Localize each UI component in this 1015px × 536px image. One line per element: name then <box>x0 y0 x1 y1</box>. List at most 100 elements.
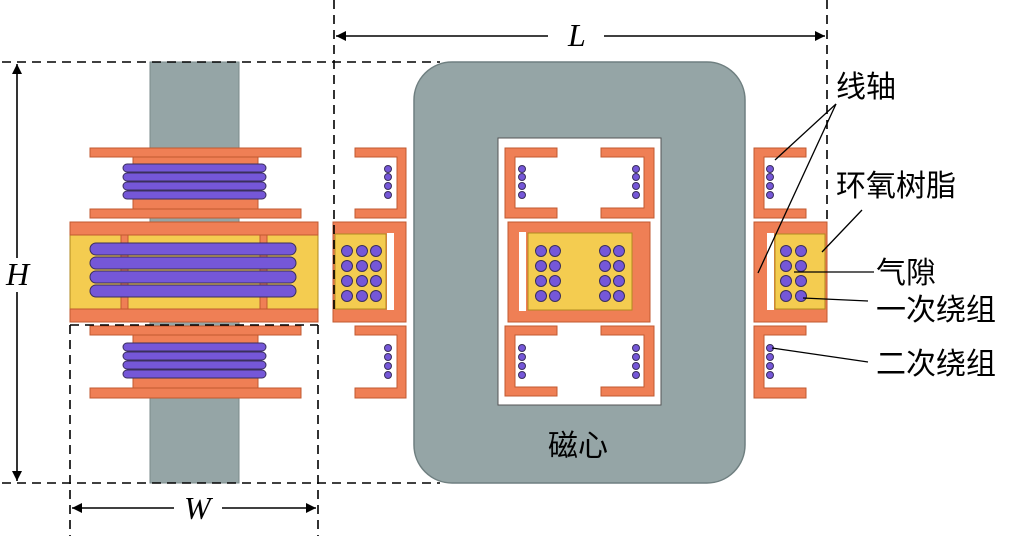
label-core: 磁心 <box>548 429 608 464</box>
winding-dot <box>766 182 774 190</box>
winding-dot <box>795 245 807 257</box>
bobbin-bracket-inner-br <box>600 325 655 397</box>
secondary-winding-bottom <box>122 342 267 379</box>
winding-dot <box>613 275 625 287</box>
winding-dot <box>535 275 547 287</box>
winding-dot <box>780 290 792 302</box>
winding-dot <box>795 260 807 272</box>
winding-dot <box>766 362 774 370</box>
winding-dot <box>535 290 547 302</box>
leader-secondary <box>771 347 869 363</box>
bobbin-flange-top-2 <box>89 208 302 219</box>
winding-dot <box>384 191 392 199</box>
winding-dot <box>613 260 625 272</box>
secondary-winding-top <box>122 163 267 200</box>
winding-dot <box>370 275 382 287</box>
label-secondary-winding: 二次绕组 <box>876 347 996 382</box>
winding-dot <box>384 182 392 190</box>
bobbin-bracket-inner-tl <box>504 147 558 219</box>
winding-dot <box>632 173 640 181</box>
leader-lines <box>757 103 874 363</box>
winding-dot <box>766 191 774 199</box>
winding-dot <box>795 290 807 302</box>
winding-dot <box>518 353 526 361</box>
winding-dot <box>632 344 640 352</box>
winding-turn <box>89 242 297 256</box>
winding-dot <box>549 290 561 302</box>
winding-dot <box>780 245 792 257</box>
winding-turn <box>122 369 267 379</box>
winding-turn <box>122 342 267 352</box>
winding-turn <box>122 360 267 370</box>
primary-winding-side <box>89 242 297 298</box>
winding-dot <box>356 290 368 302</box>
winding-dot <box>632 353 640 361</box>
winding-dot <box>549 260 561 272</box>
winding-dot <box>599 290 611 302</box>
label-air-gap: 气隙 <box>876 256 936 291</box>
leader-epoxy <box>821 209 863 253</box>
winding-dot <box>356 245 368 257</box>
winding-dot <box>632 371 640 379</box>
winding-dot <box>518 191 526 199</box>
bobbin-flange-top-1 <box>89 147 302 158</box>
leader-bobbin-2 <box>757 103 837 274</box>
winding-dot <box>356 260 368 272</box>
bobbin-bracket-outer-lt <box>354 147 407 219</box>
label-primary-winding: 一次绕组 <box>876 293 996 328</box>
bobbin-bracket-inner-tr <box>600 147 655 219</box>
winding-dot <box>766 353 774 361</box>
winding-turn <box>122 172 267 182</box>
winding-turn <box>89 256 297 270</box>
dimension-lines <box>2 0 828 536</box>
winding-dot <box>370 260 382 272</box>
winding-turn <box>122 163 267 173</box>
winding-turn <box>122 190 267 200</box>
winding-dot <box>766 165 774 173</box>
dim-label-H: H <box>5 256 31 292</box>
bobbin-flange-bottom-1 <box>89 325 302 336</box>
air-gap-outer-left <box>387 233 394 310</box>
dim-label-L: L <box>567 17 586 53</box>
winding-dot <box>549 275 561 287</box>
bobbin-flange-bottom-2 <box>89 387 302 399</box>
winding-dot <box>766 173 774 181</box>
winding-dot <box>599 275 611 287</box>
winding-dot <box>384 371 392 379</box>
bobbin-bracket-outer-rb <box>753 325 807 399</box>
winding-dot <box>632 165 640 173</box>
bobbin-bracket-inner-bl <box>504 325 558 397</box>
winding-dot <box>518 173 526 181</box>
winding-dot <box>384 344 392 352</box>
winding-dot <box>341 245 353 257</box>
winding-dot <box>780 260 792 272</box>
winding-dot <box>780 275 792 287</box>
bobbin-bracket-outer-rt <box>753 147 807 219</box>
winding-dot <box>370 290 382 302</box>
winding-dot <box>341 275 353 287</box>
bobbin-plate-mid-top <box>69 221 319 236</box>
winding-turn <box>89 284 297 298</box>
winding-dot <box>518 362 526 370</box>
bobbin-bracket-outer-lb <box>354 325 407 399</box>
winding-dot <box>535 245 547 257</box>
winding-dot <box>356 275 368 287</box>
label-bobbin: 线轴 <box>836 70 896 105</box>
leader-bobbin-1 <box>774 103 837 161</box>
winding-dot <box>549 245 561 257</box>
winding-dot <box>518 165 526 173</box>
winding-dot <box>535 260 547 272</box>
winding-dot <box>599 245 611 257</box>
winding-dot <box>518 182 526 190</box>
air-gap-outer-right <box>767 233 774 310</box>
winding-dot <box>613 290 625 302</box>
winding-turn <box>122 351 267 361</box>
winding-dot <box>341 290 353 302</box>
winding-dot <box>384 362 392 370</box>
winding-dot <box>599 260 611 272</box>
air-gap-inner <box>519 232 526 311</box>
winding-dot <box>341 260 353 272</box>
winding-turn <box>122 181 267 191</box>
winding-dot <box>766 371 774 379</box>
